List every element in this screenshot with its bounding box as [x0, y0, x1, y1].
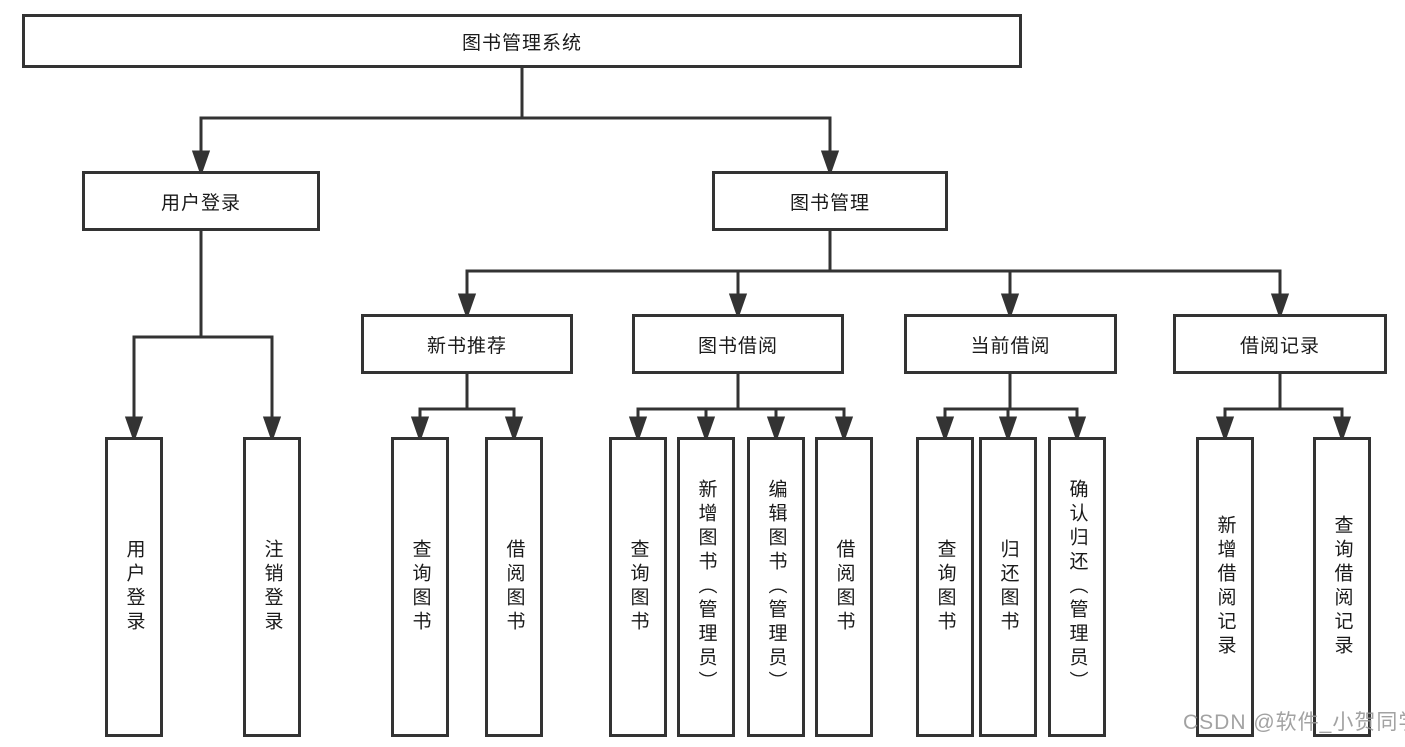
node-label: 编辑图书（管理员） [765, 479, 787, 695]
node-book-borrowing: 图书借阅 [632, 314, 844, 374]
leaf-add-borrow-record: 新增借阅记录 [1196, 437, 1254, 737]
arrowhead [1067, 416, 1087, 443]
node-label: 新书推荐 [426, 335, 507, 357]
node-book-management: 图书管理 [712, 171, 948, 231]
node-label: 图书管理 [789, 192, 870, 214]
node-borrowing-records: 借阅记录 [1173, 314, 1387, 374]
node-label: 查询借阅记录 [1331, 515, 1353, 659]
leaf-add-book-admin: 新增图书（管理员） [677, 437, 735, 737]
node-label: 用户登录 [123, 539, 145, 635]
arrowhead [628, 416, 648, 443]
arrowhead [410, 416, 430, 443]
node-current-borrowing: 当前借阅 [904, 314, 1117, 374]
node-label: 当前借阅 [970, 335, 1051, 357]
connector-borrowing-records-to-leaves [1215, 373, 1352, 443]
connector-user-login-to-leaves [124, 230, 282, 443]
arrowhead [1332, 416, 1352, 443]
arrowhead [696, 416, 716, 443]
node-label: 新增图书（管理员） [695, 479, 717, 695]
leaf-confirm-return-admin: 确认归还（管理员） [1048, 437, 1106, 737]
arrowhead [124, 416, 144, 443]
node-label: 借阅图书 [503, 539, 525, 635]
connector-book-management-to-level3 [457, 230, 1290, 320]
leaf-query-books-recommend: 查询图书 [391, 437, 449, 737]
arrowhead [504, 416, 524, 443]
connector-book-borrowing-to-leaves [628, 373, 854, 443]
leaf-query-borrow-record: 查询借阅记录 [1313, 437, 1371, 737]
leaf-query-books-current: 查询图书 [916, 437, 974, 737]
arrowhead [457, 293, 477, 320]
arrowhead [1270, 293, 1290, 320]
arrowhead [191, 150, 211, 177]
node-new-book-recommend: 新书推荐 [361, 314, 573, 374]
connector-root-to-level2 [191, 67, 840, 177]
leaf-query-books-borrowing: 查询图书 [609, 437, 667, 737]
node-label: 归还图书 [997, 539, 1019, 635]
leaf-return-book: 归还图书 [979, 437, 1037, 737]
node-label: 借阅图书 [833, 539, 855, 635]
leaf-logout: 注销登录 [243, 437, 301, 737]
node-label: 确认归还（管理员） [1066, 479, 1088, 695]
arrowhead [935, 416, 955, 443]
node-label: 图书借阅 [697, 335, 778, 357]
arrowhead [1000, 293, 1020, 320]
connector-new-book-recommend-to-leaves [410, 373, 524, 443]
connector-current-borrowing-to-leaves [935, 373, 1087, 443]
leaf-borrow-books-recommend: 借阅图书 [485, 437, 543, 737]
leaf-user-login: 用户登录 [105, 437, 163, 737]
node-label: 新增借阅记录 [1214, 515, 1236, 659]
node-label: 查询图书 [409, 539, 431, 635]
node-root: 图书管理系统 [22, 14, 1022, 68]
node-label: 查询图书 [934, 539, 956, 635]
node-label: 图书管理系统 [461, 32, 582, 54]
arrowhead [998, 416, 1018, 443]
arrowhead [834, 416, 854, 443]
node-label: 用户登录 [160, 192, 241, 214]
arrowhead [820, 150, 840, 177]
csdn-watermark: CSDN @软件_小贺同学 [1183, 711, 1405, 734]
node-label: 查询图书 [627, 539, 649, 635]
leaf-edit-book-admin: 编辑图书（管理员） [747, 437, 805, 737]
arrowhead [766, 416, 786, 443]
node-label: 注销登录 [261, 539, 283, 635]
node-user-login: 用户登录 [82, 171, 320, 231]
node-label: 借阅记录 [1239, 335, 1320, 357]
arrowhead [262, 416, 282, 443]
arrowhead [728, 293, 748, 320]
arrowhead [1215, 416, 1235, 443]
leaf-borrow-books-borrowing: 借阅图书 [815, 437, 873, 737]
